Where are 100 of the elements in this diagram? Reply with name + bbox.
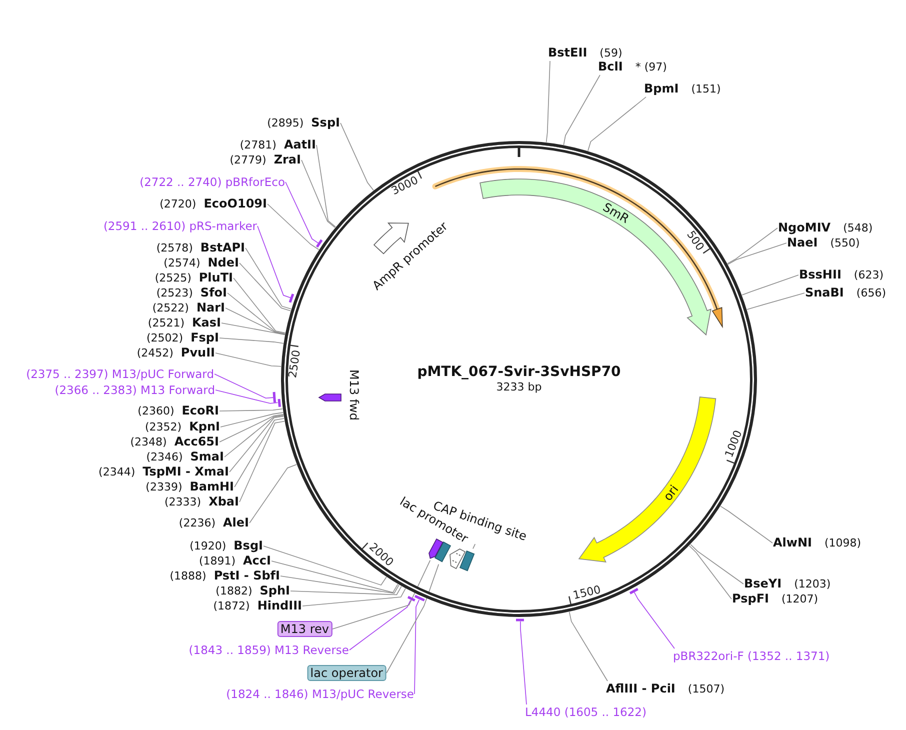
enzyme-site-label: (2339) BamHI [146,480,234,494]
primer-label: L4440 (1605 .. 1622) [525,705,646,719]
leader-line [290,586,402,596]
enzyme-site-label: (2895) SspI [267,116,340,130]
leader-line [271,560,398,593]
enzyme-site-label: (2781) AatII [240,138,316,152]
leader-line [720,506,773,544]
leader-line [316,144,336,228]
enzyme-site-label: BclI* (97) [598,60,667,74]
feature-label: SmR [600,200,632,226]
leader-line [219,338,284,344]
feature-arc [577,395,718,564]
leader-line [257,226,291,298]
enzyme-site-label: NaeI (550) [787,236,860,250]
enzyme-site-label: PspFI (1207) [732,592,818,606]
leader-line [546,60,550,143]
leader-line [301,160,336,228]
leader-line [215,352,282,367]
leader-line [742,274,799,296]
feature-label: ori [661,482,682,503]
leader-line [302,588,406,606]
leader-line [249,464,297,524]
enzyme-site-label: SnaBI (656) [805,286,886,300]
primer-site-mark [412,593,428,604]
leader-line [219,408,283,412]
leader-line [746,292,805,310]
feature-label: M13 fwd [347,370,361,420]
feature-arc [478,177,713,337]
leader-line [239,262,292,312]
enzyme-site-label: (2522) NarI [152,300,225,316]
leader-line [728,242,787,265]
enzyme-site-label: (2333) XbaI [164,494,239,510]
leader-line [634,592,675,649]
enzyme-site-label: BstEII (59) [548,46,622,60]
leader-line [280,576,400,594]
primer-site-mark [404,594,418,604]
scale-label: 2500 [288,350,304,379]
feature-tag: M13 rev [277,621,332,637]
plasmid-name: pMTK_067-Svir-3SvHSP70 [417,364,621,380]
enzyme-site-label: (2525) PluTI [154,270,233,286]
feature-tag: lac operator [307,665,386,681]
leader-line [688,545,732,600]
enzyme-site-label: (2452) PvuII [136,346,215,360]
plasmid-size: 3233 bp [496,382,542,394]
leader-line [563,74,600,146]
scale-label: 1000 [722,428,744,459]
leader-line [239,420,285,502]
leader-line [349,600,411,650]
primer-site-mark [314,237,325,250]
enzyme-site-label: (2521) KasI [148,316,221,330]
primer-site-mark [626,586,640,596]
scale-label: 3000 [390,174,420,198]
scale-label: 1500 [572,584,602,602]
leader-line [229,416,284,472]
enzyme-site-label: (2344) TspMI - XmaI [98,464,229,480]
enzyme-site-label: BssHII (623) [799,268,884,282]
enzyme-site-label: BseYI (1203) [744,576,831,592]
enzyme-site-label: AflIII - PciI (1507) [606,682,724,696]
primer-label: (1824 .. 1846) M13/pUC Reverse [226,687,414,701]
primer-label: (2722 .. 2740) pBRforEco [140,175,285,189]
leader-line [332,560,431,630]
leader-line [727,228,778,264]
enzyme-site-label: (2348) Acc65I [130,434,219,450]
leader-line [386,564,440,674]
enzyme-site-label: (2779) ZraI [230,152,301,168]
enzyme-site-label: (1888) PstI - SbfI [170,568,280,584]
enzyme-site-label: (1891) AccI [198,554,271,568]
leader-line [221,322,286,336]
leader-line [520,621,527,705]
leader-line [227,292,286,334]
leader-line [690,544,744,584]
primer-site-mark [287,291,296,306]
enzyme-site-label: (2352) KpnI [145,420,220,434]
leader-line [214,374,274,399]
feature-pointer [317,392,343,402]
leader-line [285,182,319,244]
leader-line [568,612,608,682]
leader-line [472,544,476,550]
enzyme-site-label: (1920) BsgI [190,538,263,554]
leader-line [220,412,284,428]
leader-line [245,248,292,310]
feature-block [458,549,476,573]
enzyme-site-label: AlwNI (1098) [773,536,862,550]
enzyme-site-label: (1882) SphI [216,584,290,598]
primer-label: (2366 .. 2383) M13 Forward [54,383,215,397]
leader-line [219,414,284,442]
feature-block [433,540,453,564]
primer-label: (1843 .. 1859) M13 Reverse [188,643,349,657]
enzyme-site-label: NgoMIV (548) [778,220,873,236]
leader-line [414,600,420,694]
leader-line [588,96,646,152]
enzyme-site-label: (2236) AleI [178,516,249,530]
enzyme-site-label: (2578) BstAPI [156,240,245,256]
leader-line [215,390,278,404]
leader-line [225,308,286,335]
leader-line [234,418,284,488]
enzyme-site-label: (2360) EcoRI [138,404,219,418]
enzyme-site-label: (2574) NdeI [164,256,239,270]
feature-pointer [448,546,467,570]
primer-label: (2375 .. 2397) M13/pUC Forward [26,367,214,381]
